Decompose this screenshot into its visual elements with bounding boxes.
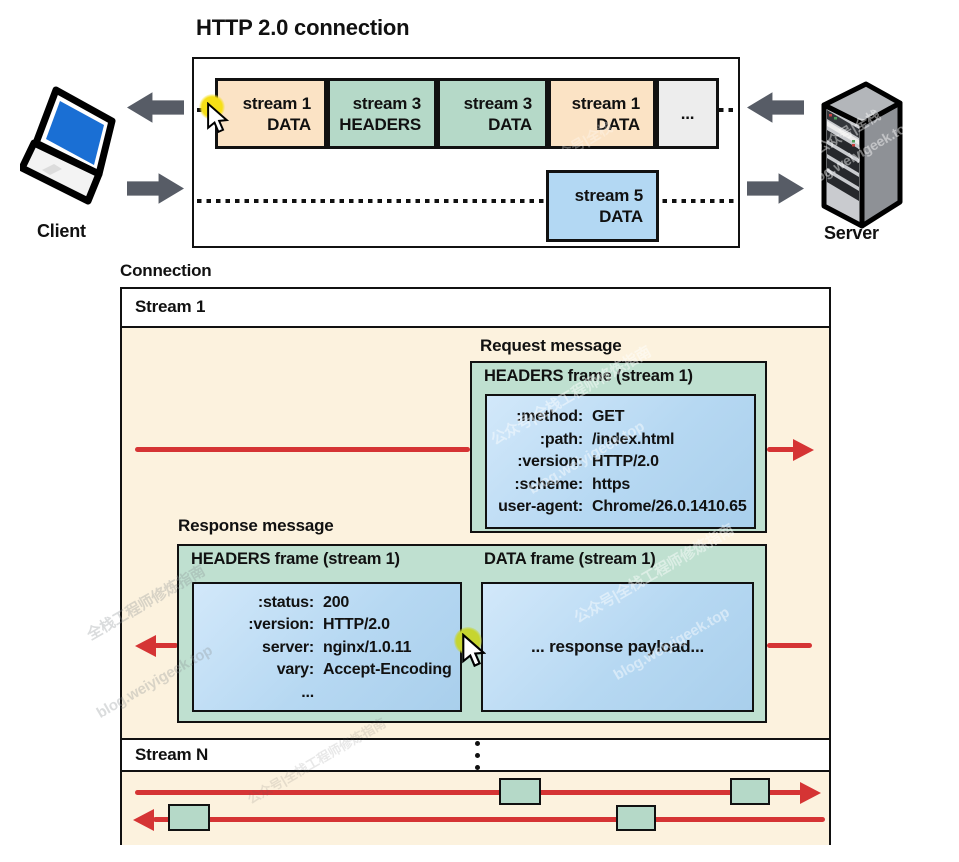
stream1-label: Stream 1 [135,297,206,316]
headers-frame-title: HEADERS frame (stream 1) [191,550,400,568]
header-key: :method: [516,408,583,425]
frame-type: HEADERS [339,114,421,134]
vertical-ellipsis [475,741,481,777]
header-value: HTTP/2.0 [323,616,390,633]
request-line-left [135,447,470,452]
header-key: :version: [517,453,583,470]
laptop-icon [20,86,116,205]
response-payload-panel: ... response payload... [481,582,754,712]
request-line-right [767,447,795,452]
mouse-pointer-icon [207,102,229,134]
request-message-label: Request message [480,336,622,355]
arrow-to-server-icon [747,173,804,204]
payload-text: ... response payload... [530,637,704,656]
header-key: :path: [539,430,583,448]
request-arrowhead-icon [793,438,814,461]
header-value: Accept-Encoding [323,661,452,678]
frame-ellipsis: ... [656,78,719,149]
streamN-frame-box [730,778,770,805]
data-frame-title: DATA frame (stream 1) [484,550,656,568]
arrow-to-client-icon [127,92,184,123]
request-headers-panel: :method: GET :path: /index.html :version: H… [485,394,756,529]
client-label: Client [37,221,86,241]
header-value: /index.html [592,430,675,448]
header-value: HTTP/2.0 [592,453,659,470]
dotted-line-right [719,108,737,112]
frame-stream1-data-2: stream 1 DATA [548,78,656,149]
connection-box: Stream 1 Request message HEADERS frame (… [120,287,831,845]
arrow-from-server-icon [747,92,804,123]
streamN-area [122,772,829,845]
frame-stream1-data: stream 1 DATA [215,78,327,149]
frame-type: DATA [596,114,640,134]
header-value: GET [592,408,625,425]
response-message-label: Response message [178,516,334,535]
streamN-frame-box [168,804,210,831]
http2-connection-box: stream 1 DATA stream 3 HEADERS stream 3 … [192,57,740,248]
header-key: ... [301,683,314,701]
frame-type: DATA [267,114,311,134]
arrow-from-client-icon [127,173,184,204]
frame-stream3-headers: stream 3 HEADERS [327,78,437,149]
response-headers-panel: :status: 200 :version: HTTP/2.0 server: ngi… [192,582,462,712]
header-key: server: [262,638,314,656]
frame-stream3-data: stream 3 DATA [437,78,548,149]
frame-type: DATA [599,207,643,226]
frame-label: stream 3 [352,93,422,113]
header-key: vary: [276,661,314,678]
header-value: https [592,475,631,493]
response-headers-list: :status: 200 :version: HTTP/2.0 server: ngi… [194,584,460,710]
request-headers-frame: HEADERS frame (stream 1) :method: GET :pa… [470,361,767,533]
streamN-frame-box [616,805,656,831]
header-value: Chrome/26.0.1410.65 [592,498,747,515]
header-key: :version: [248,616,314,633]
header-value: 200 [323,593,350,611]
frame-label: ... [680,104,695,123]
streamN-line-right [135,790,802,795]
dotted-line-bottom [197,199,737,203]
header-key: :scheme: [514,475,583,493]
response-line-right [767,643,812,648]
response-line-left [154,643,178,648]
header-value [323,682,452,703]
stream1-band: Stream 1 [122,289,829,328]
request-headers-list: :method: GET :path: /index.html :version: H… [487,396,754,527]
streamN-frame-box [499,778,541,805]
diagram-title: HTTP 2.0 connection [196,15,410,40]
response-arrowhead-icon [135,634,156,657]
connection-label: Connection [120,261,212,280]
mouse-pointer-icon [462,633,486,668]
frame-label: stream 3 [463,93,533,113]
header-key: user-agent: [498,498,583,515]
server-label: Server [824,223,879,243]
header-key: :status: [257,593,314,611]
header-value: nginx/1.0.11 [323,638,412,656]
frame-stream5-data: stream 5 DATA [546,170,659,242]
frame-label: stream 1 [571,93,641,113]
frame-label: stream 1 [242,93,312,113]
frame-label: stream 5 [574,186,644,205]
streamN-label: Stream N [135,745,209,764]
streamN-arrowhead-left-icon [133,808,154,831]
streamN-line-left [153,817,825,822]
tower-server-icon [821,81,903,229]
streamN-arrowhead-right-icon [800,781,821,804]
headers-frame-title: HEADERS frame (stream 1) [484,367,693,385]
frame-type: DATA [488,114,532,134]
